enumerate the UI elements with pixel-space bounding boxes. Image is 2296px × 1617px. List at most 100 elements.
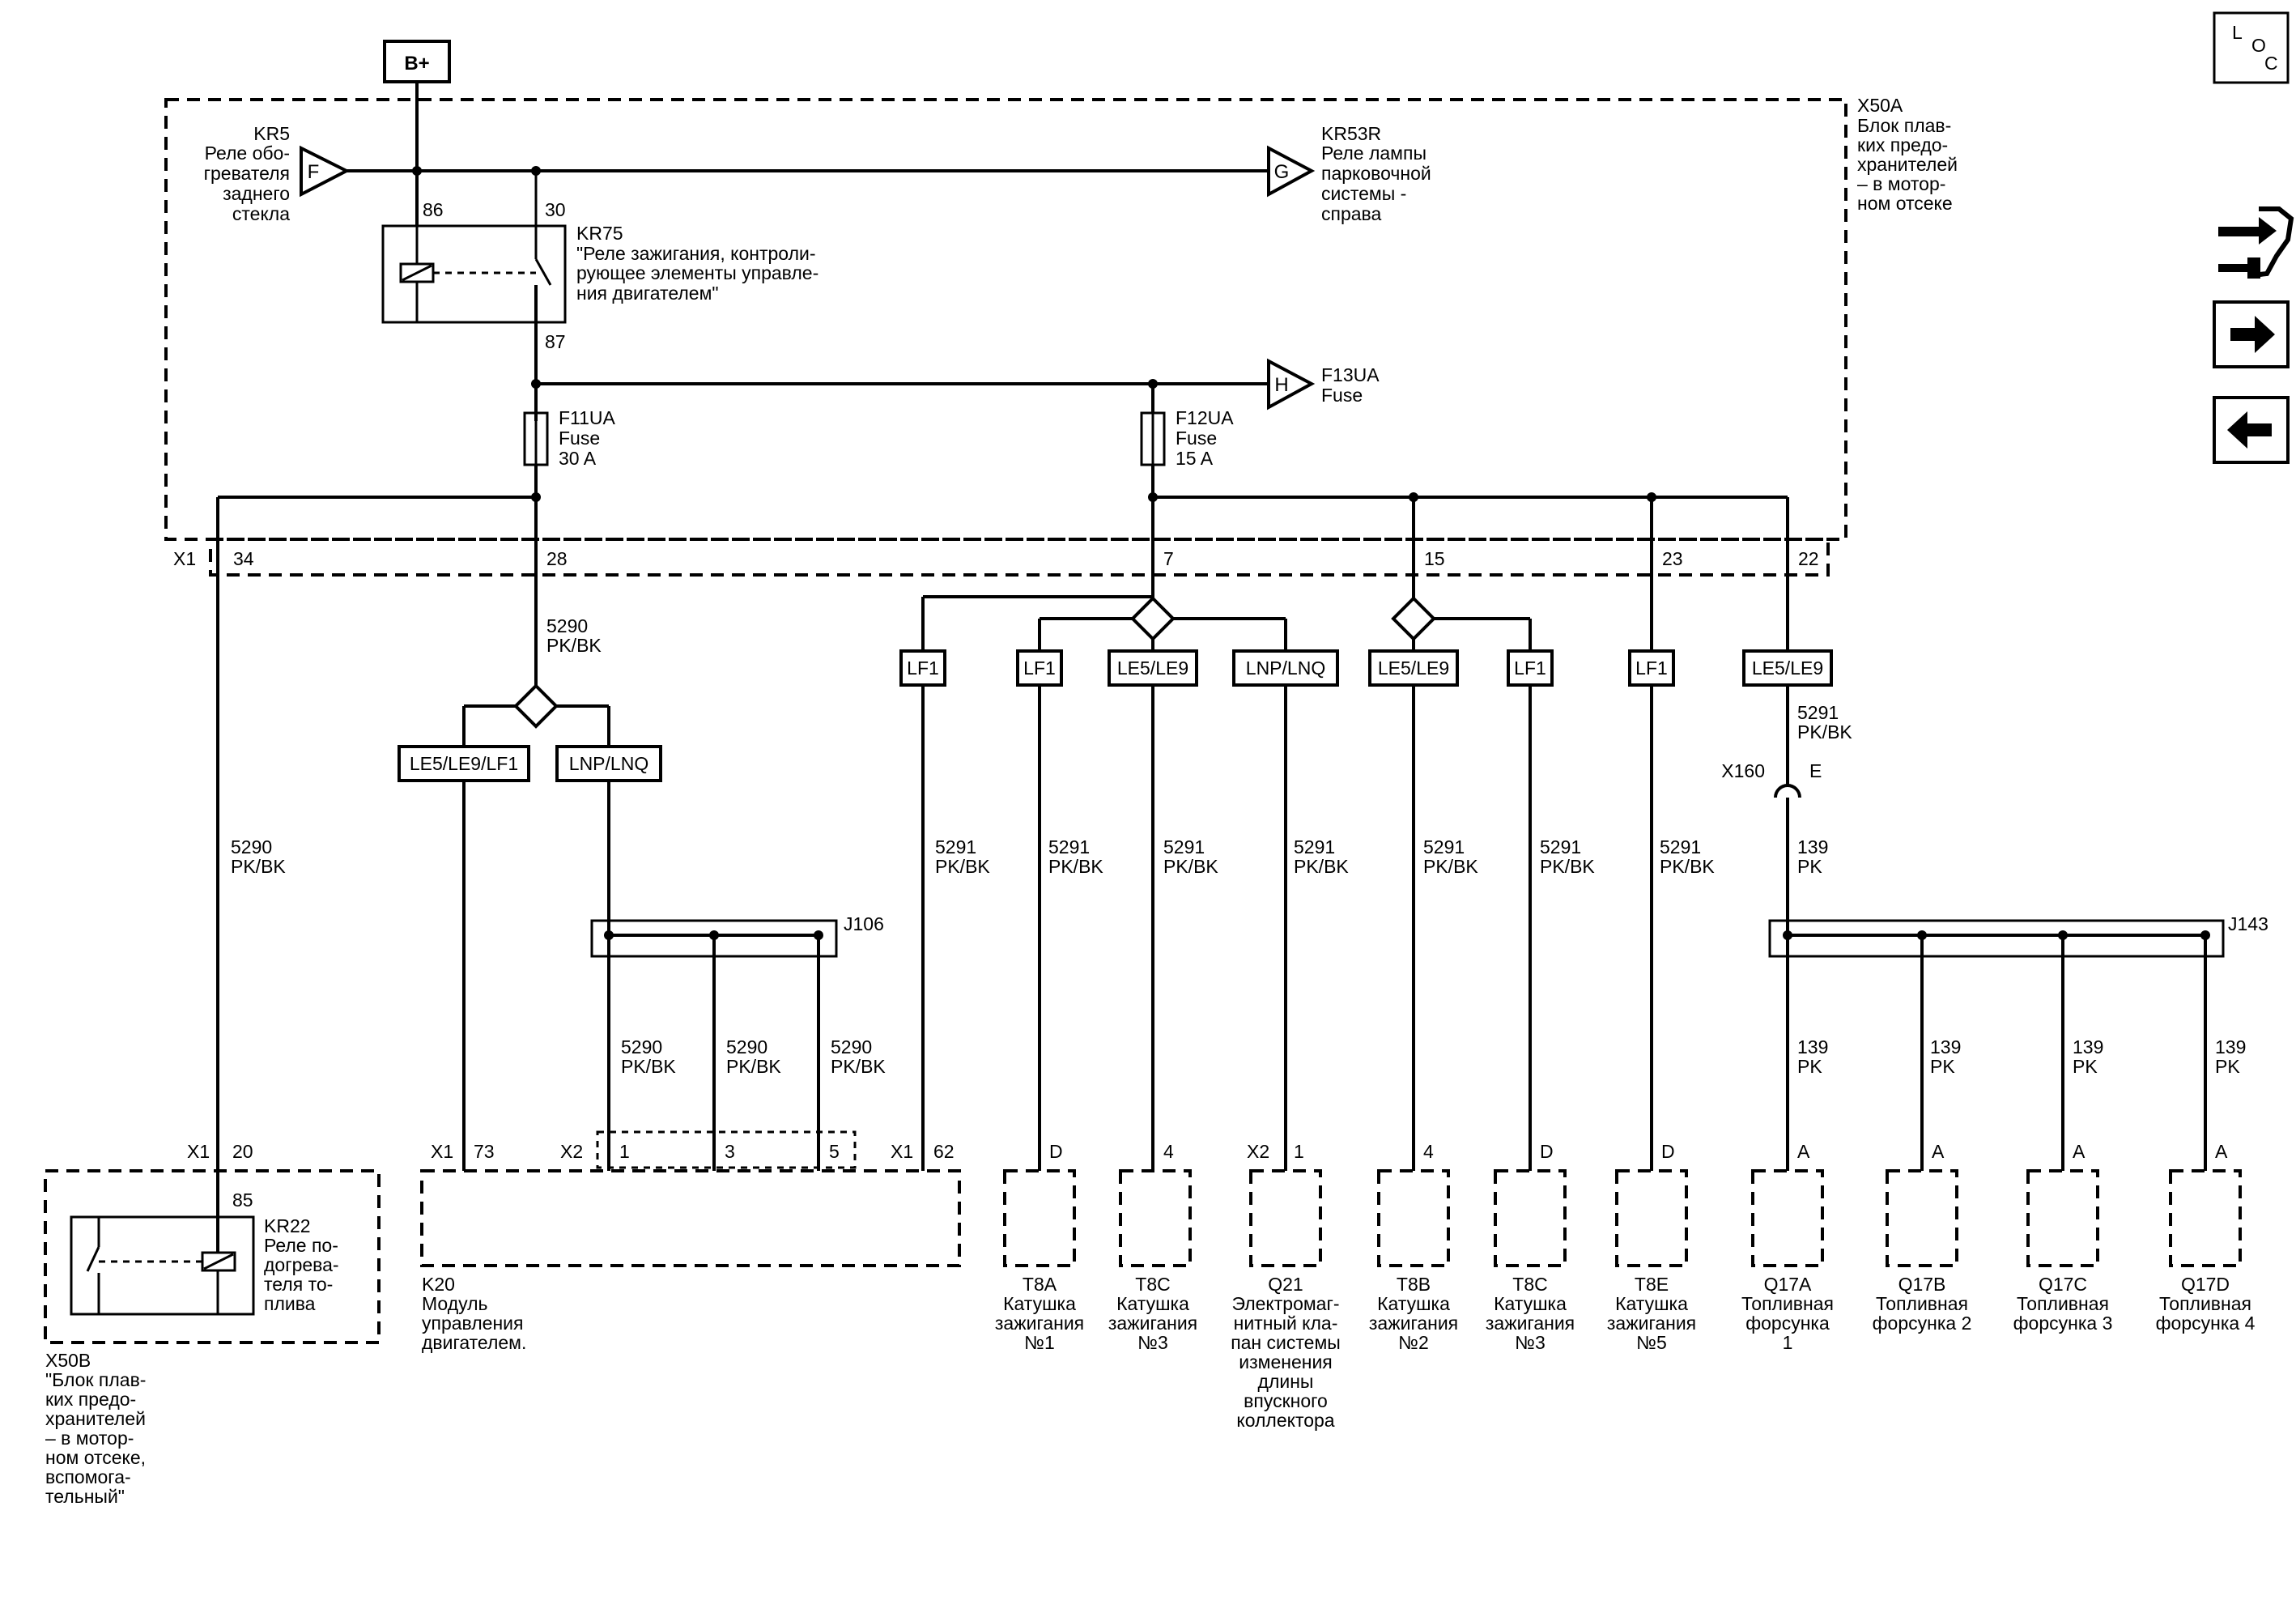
option-tag-label: LE5/LE9/LF1 (410, 753, 518, 774)
component-desc-2: нитный кла- (1234, 1313, 1338, 1334)
wire-color: PK/BK (231, 856, 286, 877)
x50b-desc-4: – в мотор- (45, 1428, 134, 1449)
option-tag-le-injectors[interactable]: LE5/LE9 (1742, 649, 1833, 687)
previous-page-icon[interactable] (2213, 396, 2290, 464)
component-outline (1003, 1169, 1076, 1267)
kr22-relay-box (70, 1215, 255, 1316)
splice-dot (531, 379, 541, 389)
kr53r-flag[interactable]: G KR53R Реле лампы парковочной системы -… (1267, 123, 1431, 224)
wire-color: PK (1797, 1056, 1822, 1077)
component-t8b[interactable]: 4 T8B Катушка зажигания №2 (1369, 1141, 1458, 1353)
fuse-block-x50a[interactable]: X50A Блок плав- ких предо- хранителей – … (164, 95, 1958, 577)
option-tag-lf1-t8e[interactable]: LF1 (1628, 649, 1675, 687)
kr75-pin86: 86 (423, 199, 444, 220)
option-tag-box (1507, 649, 1554, 687)
component-desc-2: зажигания (1607, 1313, 1696, 1334)
component-t8a[interactable]: D T8A Катушка зажигания №1 (995, 1141, 1084, 1353)
wire-label: 5290 (231, 836, 272, 857)
f13ua-flag[interactable]: H F13UA Fuse (1267, 358, 1380, 411)
option-tag-le-t8b[interactable]: LE5/LE9 (1368, 649, 1459, 687)
component-pin: A (1932, 1141, 1945, 1162)
k20-desc-3: двигателем. (422, 1332, 526, 1353)
kr75-switch-contact (534, 258, 552, 286)
wire-color: PK/BK (1797, 721, 1852, 743)
option-tag-label: LF1 (1514, 657, 1546, 679)
kr5-flag[interactable]: F KR5 Реле обо- гревателя заднего стекла (204, 123, 351, 224)
loc-button[interactable]: L O C (2213, 11, 2290, 84)
wire-color: PK (2215, 1056, 2240, 1077)
option-tag-lf1-k20[interactable]: LF1 (899, 649, 946, 687)
fuse-f12ua[interactable]: F12UA Fuse 15 A (1140, 407, 1234, 469)
connector-x160[interactable]: X160 E (1721, 760, 1822, 798)
option-tag-le-t8c[interactable]: LE5/LE9 (1108, 649, 1198, 687)
option-tag-lf1-t8a[interactable]: LF1 (1016, 649, 1063, 687)
component-desc-3: №3 (1137, 1332, 1167, 1353)
x50b-desc-3: хранителей (45, 1408, 146, 1429)
component-id: Q17D (2181, 1274, 2230, 1295)
component-t8e[interactable]: D T8E Катушка зажигания №5 (1607, 1141, 1696, 1353)
x50a-desc-3: хранителей (1857, 154, 1958, 175)
component-desc-1: Катушка (1377, 1293, 1450, 1314)
component-q17d[interactable]: A Q17D Топливная форсунка 4 (2156, 1141, 2256, 1334)
wire-labels-5291: 5291 PK/BK 5291 PK/BK 5291 PK/BK 5291 PK… (935, 836, 1715, 877)
splice-pack-j106[interactable]: J106 (590, 913, 884, 958)
component-conn: X2 (1247, 1141, 1269, 1162)
k20-pin73: 73 (474, 1141, 495, 1162)
x160-connector-icon (1774, 784, 1801, 798)
component-pin: A (2073, 1141, 2086, 1162)
kr22-relay[interactable]: KR22 Реле по- догрева- теля то- плива (70, 1171, 339, 1316)
fuse-block-x50b[interactable]: X1 20 85 X50B "Блок плав- ких предо- хра… (44, 1141, 381, 1507)
component-q17a[interactable]: A Q17A Топливная форсунка 1 (1741, 1141, 1834, 1353)
component-q21[interactable]: X2 1 Q21 Электромаг- нитный кла- пан сис… (1231, 1141, 1341, 1431)
kr75-desc-3: ния двигателем" (576, 283, 719, 304)
x50a-connector-label: X1 (173, 548, 196, 569)
x50b-pin85: 85 (232, 1189, 253, 1211)
loc-o: O (2251, 35, 2266, 56)
loc-l: L (2232, 22, 2243, 43)
option-tag-lf1-t8c[interactable]: LF1 (1507, 649, 1554, 687)
component-t8c-b[interactable]: D T8C Катушка зажигания №3 (1486, 1141, 1575, 1353)
fuse-f11ua[interactable]: F11UA Fuse 30 A (523, 407, 616, 469)
bplus-label: B+ (404, 53, 429, 74)
wire-color: PK/BK (621, 1056, 676, 1077)
component-desc-3: 1 (1783, 1332, 1793, 1353)
component-q17c[interactable]: A Q17C Топливная форсунка 3 (2013, 1141, 2113, 1334)
kr75-relay[interactable]: 86 30 87 KR75 "Реле зажигания, контроли-… (381, 171, 818, 421)
wire-color: PK/BK (1163, 856, 1218, 877)
kr53r-id: KR53R (1321, 123, 1381, 144)
wire-labels-139: 139 PK 139 PK 139 PK 139 PK (1797, 1036, 2246, 1077)
component-pin: 4 (1163, 1141, 1174, 1162)
component-desc-2: зажигания (1486, 1313, 1575, 1334)
f11ua-id: F11UA (559, 407, 616, 428)
kr75-coil-slash (402, 264, 432, 282)
wire-label: 5291 (1660, 836, 1701, 857)
option-tag-lnp[interactable]: LNP/LNQ (555, 745, 662, 782)
option-tag-box (1368, 649, 1459, 687)
connector-view-icon[interactable] (2218, 206, 2294, 279)
option-tag-label: LE5/LE9 (1117, 657, 1188, 679)
arrow-left-icon (2227, 411, 2272, 449)
arrow-right-icon (2230, 316, 2275, 353)
component-id: T8C (1512, 1274, 1547, 1295)
component-id: T8E (1635, 1274, 1669, 1295)
component-desc-5: длины (1258, 1371, 1314, 1392)
wire-label: 5290 (831, 1036, 872, 1057)
arrow-right-shape (2218, 217, 2277, 245)
component-desc-1: Катушка (1615, 1293, 1688, 1314)
component-t8c-a[interactable]: 4 T8C Катушка зажигания №3 (1108, 1141, 1197, 1353)
kr53r-desc-2: парковочной (1321, 163, 1431, 184)
battery-positive-terminal[interactable]: B+ (383, 40, 451, 83)
k20-outline (420, 1169, 961, 1267)
component-q17b[interactable]: A Q17B Топливная форсунка 2 (1873, 1141, 1972, 1334)
wire-label: 139 (1930, 1036, 1961, 1057)
next-page-icon[interactable] (2213, 300, 2290, 368)
splice-pack-j143[interactable]: J143 (1768, 913, 2268, 958)
engine-control-module-k20[interactable]: X1 73 X2 1 3 5 X1 62 K20 Модуль управлен… (420, 1130, 961, 1353)
option-tag-box (1016, 649, 1063, 687)
k20-pin5: 5 (829, 1141, 840, 1162)
k20-desc-2: управления (422, 1313, 523, 1334)
option-tag-lnp-q21[interactable]: LNP/LNQ (1232, 649, 1339, 687)
x50a-connector-x1 (209, 538, 1830, 577)
option-tag-le-lf[interactable]: LE5/LE9/LF1 (398, 745, 530, 782)
